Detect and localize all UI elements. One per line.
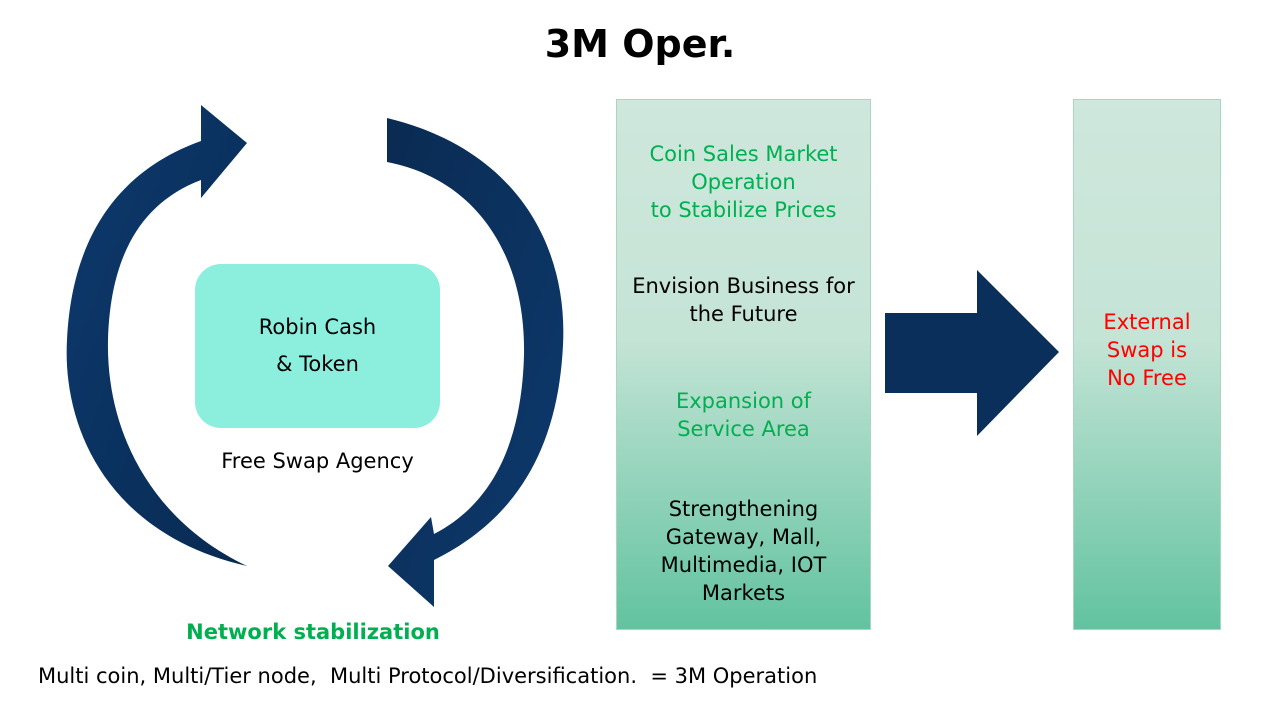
operation-item-3: Expansion of Service Area xyxy=(675,389,812,441)
external-swap-panel: External Swap is No Free xyxy=(1073,99,1221,630)
operation-item-2: Envision Business for the Future xyxy=(632,274,855,326)
operation-item-1: Coin Sales Market Operation to Stabilize… xyxy=(649,142,838,222)
center-box: Robin Cash & Token xyxy=(195,264,440,428)
operations-panel: Coin Sales Market Operation to Stabilize… xyxy=(616,99,871,630)
right-arrow-icon xyxy=(885,270,1059,436)
center-line-2: & Token xyxy=(276,352,359,376)
footer-text: Multi coin, Multi/Tier node, Multi Proto… xyxy=(38,664,818,688)
cycle-arrow-right-icon xyxy=(387,118,564,607)
external-swap-text: External Swap is No Free xyxy=(1103,310,1191,390)
free-swap-caption: Free Swap Agency xyxy=(221,449,414,473)
operation-item-4: Strengthening Gateway, Mall, Multimedia,… xyxy=(660,497,827,605)
network-stabilization-label: Network stabilization xyxy=(186,620,440,644)
cycle-arrows xyxy=(66,105,564,607)
slide-title: 3M Oper. xyxy=(544,22,736,66)
cycle-arrow-left-icon xyxy=(66,105,247,566)
center-line-1: Robin Cash xyxy=(258,315,377,339)
